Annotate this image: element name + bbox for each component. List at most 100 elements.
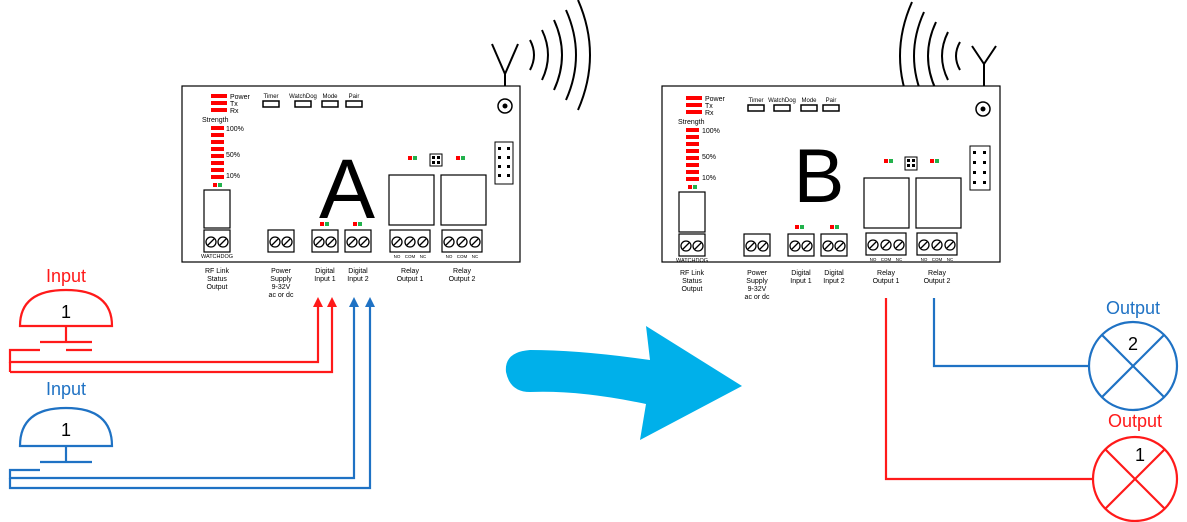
power-led-label: Power (705, 96, 726, 103)
input-status-leds (320, 222, 362, 226)
caption-din1: Digital Input 1 (314, 268, 336, 283)
pin-header (969, 145, 991, 191)
svg-text:Output: Output (681, 286, 702, 293)
svg-text:Digital: Digital (348, 268, 368, 275)
relay-2 (915, 177, 962, 229)
svg-text:COM: COM (405, 254, 416, 259)
terminal-block-rf (678, 233, 706, 257)
pair-button-label: Pair (349, 94, 360, 100)
strength-10-label: 10% (226, 173, 240, 180)
svg-text:NO: NO (921, 257, 928, 262)
svg-text:9-32V: 9-32V (748, 286, 767, 293)
svg-text:Status: Status (207, 276, 227, 283)
svg-text:Output 2: Output 2 (924, 278, 951, 285)
svg-text:COM: COM (932, 257, 943, 262)
caption-power: Power Supply 9-32V ac or dc (745, 270, 770, 301)
terminal-block-din2 (344, 229, 372, 253)
relay2-terminal-labels: NO COM NC (446, 254, 479, 259)
strength-50-label: 50% (226, 152, 240, 159)
svg-text:Supply: Supply (270, 276, 292, 283)
svg-text:9-32V: 9-32V (272, 284, 291, 291)
strength-50-label: 50% (702, 154, 716, 161)
terminal-block-relay2 (441, 229, 483, 253)
radio-waves-icon (529, 0, 591, 111)
rx-led (686, 110, 702, 114)
svg-text:Output 1: Output 1 (873, 278, 900, 285)
svg-text:Digital: Digital (315, 268, 335, 275)
rx-led-label: Rx (230, 108, 239, 115)
jumper-header (904, 156, 918, 171)
svg-text:NO: NO (446, 254, 453, 259)
svg-text:NO: NO (394, 254, 401, 259)
input-1-number: 1 (61, 302, 71, 322)
watchdog-button-label: WatchDog (768, 98, 796, 104)
caption-relay1: Relay Output 1 (397, 268, 424, 283)
mode-button-label: Mode (801, 98, 817, 104)
terminal-block-din1 (787, 233, 815, 257)
output-2-label: Output (1106, 298, 1160, 318)
relay2-terminal-labels: NO COM NC (921, 257, 954, 262)
board-letter: A (319, 142, 375, 236)
terminal-block-din2 (820, 233, 848, 257)
power-led-label: Power (230, 94, 251, 101)
antenna-connector (497, 98, 513, 114)
input-2-number: 1 (61, 420, 71, 440)
input-1-wire-c (10, 297, 337, 374)
caption-rf-link: RF Link Status Output (205, 268, 230, 291)
timer-button-label: Timer (263, 94, 278, 100)
transfer-arrow-icon (505, 326, 742, 440)
svg-text:NC: NC (947, 257, 954, 262)
relay-status-leds (884, 159, 939, 163)
tx-led (211, 101, 227, 105)
terminal-block-power (743, 233, 771, 257)
strength-label: Strength (202, 117, 229, 124)
input-2-wire-b (8, 297, 375, 490)
caption-relay2: Relay Output 2 (924, 270, 951, 285)
push-button-icon (18, 406, 114, 464)
board-b: Power Tx Rx Strength 100% 50% 10% Timer … (661, 1, 1001, 301)
board-letter: B (794, 134, 845, 219)
signal-strength-bar (211, 126, 224, 179)
pair-button (345, 100, 363, 108)
caption-din2: Digital Input 2 (347, 268, 369, 283)
caption-rf-link: RF Link Status Output (680, 270, 705, 293)
svg-text:ac or dc: ac or dc (745, 294, 770, 301)
terminal-block-power (267, 229, 295, 253)
caption-relay1: Relay Output 1 (873, 270, 900, 285)
svg-text:Input 1: Input 1 (790, 278, 812, 285)
antenna-connector (975, 101, 991, 117)
terminal-block-relay2 (916, 232, 958, 256)
watchdog-label: WATCHDOG (676, 258, 708, 264)
watchdog-module (203, 189, 231, 229)
svg-text:Power: Power (747, 270, 768, 277)
board-a: Power Tx Rx Strength 100% 50% 10% Timer … (181, 0, 591, 299)
terminal-block-rf (203, 229, 231, 253)
relay-1 (863, 177, 910, 229)
output-2-number: 2 (1128, 334, 1138, 354)
svg-text:Digital: Digital (824, 270, 844, 277)
timer-button-label: Timer (748, 98, 763, 104)
svg-text:Status: Status (682, 278, 702, 285)
terminal-block-relay1 (389, 229, 431, 253)
relay-2 (440, 174, 487, 226)
svg-text:RF Link: RF Link (680, 270, 705, 277)
output-1-wire (884, 298, 1093, 481)
caption-din1: Digital Input 1 (790, 270, 812, 285)
svg-text:NC: NC (420, 254, 427, 259)
svg-text:Supply: Supply (746, 278, 768, 285)
svg-text:NO: NO (870, 257, 877, 262)
mode-button (800, 104, 818, 112)
svg-text:Input 2: Input 2 (823, 278, 845, 285)
watchdog-led-pair (213, 183, 222, 187)
mode-button-label: Mode (322, 94, 338, 100)
input-2-label: Input (46, 379, 86, 399)
svg-text:RF Link: RF Link (205, 268, 230, 275)
input-1-label: Input (46, 266, 86, 286)
jumper-header (429, 153, 443, 167)
pair-button-label: Pair (826, 98, 837, 104)
watchdog-module (678, 191, 706, 233)
timer-button (262, 100, 280, 108)
strength-label: Strength (678, 119, 705, 126)
tx-led (686, 103, 702, 107)
